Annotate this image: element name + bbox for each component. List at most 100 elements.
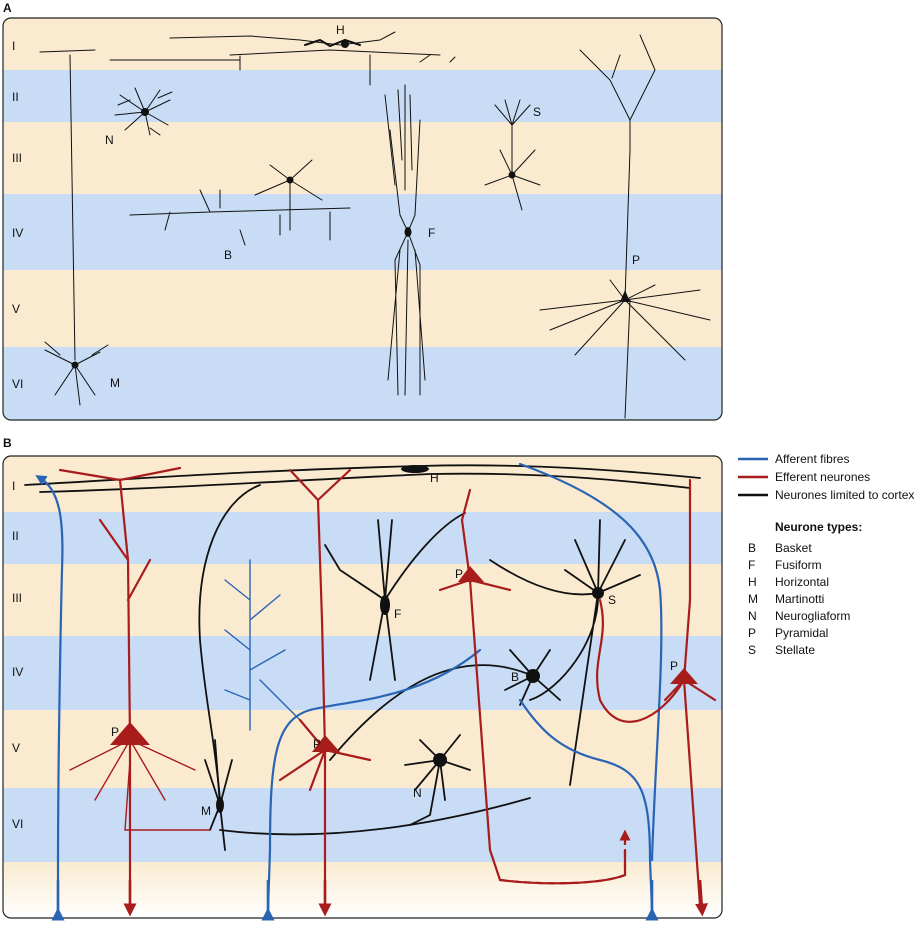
panel-a-neuron-labels: H N S F B P M bbox=[105, 23, 640, 390]
afferent-2 bbox=[266, 648, 482, 912]
legend-type-code: M bbox=[748, 592, 758, 606]
layer-a-2: II bbox=[12, 90, 19, 104]
pyramidal-left-dendrites-b bbox=[69, 739, 211, 831]
neuron-label-b-f: F bbox=[394, 607, 401, 621]
martinotti-axon-a bbox=[39, 49, 96, 361]
horizontal-processes-a bbox=[109, 31, 456, 86]
martinotti-dendrites-a bbox=[44, 341, 109, 406]
legend-type-code: P bbox=[748, 626, 756, 640]
neuron-label-b-p-mid: P bbox=[313, 737, 321, 751]
layer-a-3: III bbox=[12, 151, 22, 165]
layer-b-5: V bbox=[12, 741, 20, 755]
soma-h-a bbox=[341, 40, 349, 48]
legend-cortex-label: Neurones limited to cortex bbox=[775, 488, 914, 502]
legend-type-name: Stellate bbox=[775, 643, 815, 657]
layer-b-2: II bbox=[12, 529, 19, 543]
panel-b-bands bbox=[3, 456, 722, 918]
panel-a-frame bbox=[2, 17, 723, 421]
legend-type-code: F bbox=[748, 558, 755, 572]
legend-type-code: S bbox=[748, 643, 756, 657]
layer-b-4: IV bbox=[12, 665, 23, 679]
soma-h-b bbox=[401, 465, 429, 473]
neuron-label-b-p-left: P bbox=[111, 725, 119, 739]
soma-n-b bbox=[433, 753, 447, 767]
pyramidal-mid-b bbox=[278, 468, 372, 907]
panel-a-somata bbox=[71, 40, 630, 369]
neuron-label-a-f: F bbox=[428, 226, 435, 240]
layer-a-6: VI bbox=[12, 377, 23, 391]
band-b-white-matter bbox=[3, 862, 722, 918]
neurogliaform-a bbox=[114, 87, 173, 136]
band-a-5 bbox=[3, 270, 722, 347]
pyramidal-left-b bbox=[58, 466, 182, 907]
soma-p-b-right bbox=[670, 668, 698, 684]
neuron-label-b-p-top: P bbox=[455, 567, 463, 581]
soma-m-a bbox=[71, 361, 79, 369]
neuron-label-b-s: S bbox=[608, 593, 616, 607]
soma-m-b bbox=[216, 797, 224, 813]
legend-type-name: Martinotti bbox=[775, 592, 824, 606]
panel-a-label: A bbox=[3, 1, 12, 15]
layer-b-3: III bbox=[12, 591, 22, 605]
soma-p-b-left bbox=[110, 722, 150, 745]
layer-a-4: IV bbox=[12, 226, 23, 240]
martinotti-axon-b bbox=[198, 484, 261, 801]
band-a-6 bbox=[3, 347, 722, 420]
neuron-label-b-h: H bbox=[430, 471, 439, 485]
panel-a-layer-labels: I II III IV V VI bbox=[12, 39, 23, 391]
neuron-label-b-p-right: P bbox=[670, 659, 678, 673]
band-b-1 bbox=[3, 456, 722, 512]
neuron-label-a-h: H bbox=[336, 23, 345, 37]
band-a-4 bbox=[3, 194, 722, 270]
panel-b-afferents bbox=[35, 462, 663, 912]
fusiform-a bbox=[384, 84, 426, 396]
legend-afferent-label: Afferent fibres bbox=[775, 452, 849, 466]
band-b-5 bbox=[3, 710, 722, 788]
basket-a bbox=[129, 159, 351, 246]
neuron-label-a-p: P bbox=[632, 253, 640, 267]
afferent-arbor bbox=[224, 559, 301, 731]
legend-types-heading: Neurone types: bbox=[775, 520, 862, 534]
neuron-label-a-b: B bbox=[224, 248, 232, 262]
martinotti-b bbox=[204, 739, 531, 851]
neurogliaform-b bbox=[404, 734, 471, 826]
panel-b-neuron-labels: H P F S B P P M N P bbox=[111, 471, 678, 818]
layer-b-6: VI bbox=[12, 817, 23, 831]
soma-n-a bbox=[141, 108, 149, 116]
soma-p-b-mid bbox=[312, 735, 340, 752]
neuron-label-a-s: S bbox=[533, 105, 541, 119]
panel-a-neurons bbox=[39, 31, 711, 419]
stellate-a bbox=[484, 99, 541, 211]
legend-type-code: H bbox=[748, 575, 757, 589]
panel-b-label: B bbox=[3, 436, 12, 450]
soma-p-a bbox=[620, 290, 630, 302]
panel-b-layer-labels: I II III IV V VI bbox=[12, 479, 23, 831]
soma-f-a bbox=[404, 227, 412, 237]
legend-type-name: Neurogliaform bbox=[775, 609, 850, 623]
legend-type-name: Fusiform bbox=[775, 558, 822, 572]
neuron-label-a-m: M bbox=[110, 376, 120, 390]
legend-type-name: Basket bbox=[775, 541, 812, 555]
basket-b bbox=[329, 649, 561, 761]
band-b-6 bbox=[3, 788, 722, 862]
panel-b-frame bbox=[2, 455, 723, 919]
soma-s-a bbox=[508, 171, 516, 179]
legend: Afferent fibres Efferent neurones Neuron… bbox=[738, 452, 914, 657]
layer-b-1: I bbox=[12, 479, 15, 493]
layer-a-5: V bbox=[12, 302, 20, 316]
neuron-label-a-n: N bbox=[105, 133, 114, 147]
afferent-4 bbox=[518, 462, 663, 862]
panel-b-cortex-neurons bbox=[24, 464, 701, 851]
soma-s-b bbox=[592, 587, 604, 599]
pyramidal-right-b bbox=[596, 478, 717, 907]
band-a-2 bbox=[3, 70, 722, 122]
legend-type-name: Pyramidal bbox=[775, 626, 828, 640]
neuron-label-b-m: M bbox=[201, 804, 211, 818]
legend-efferent-label: Efferent neurones bbox=[775, 470, 870, 484]
soma-p-b-top bbox=[458, 566, 484, 582]
layer-a-1: I bbox=[12, 39, 15, 53]
stellate-b bbox=[489, 519, 641, 786]
soma-b-b bbox=[526, 669, 540, 683]
panel-b-cortex-somata bbox=[216, 465, 604, 813]
